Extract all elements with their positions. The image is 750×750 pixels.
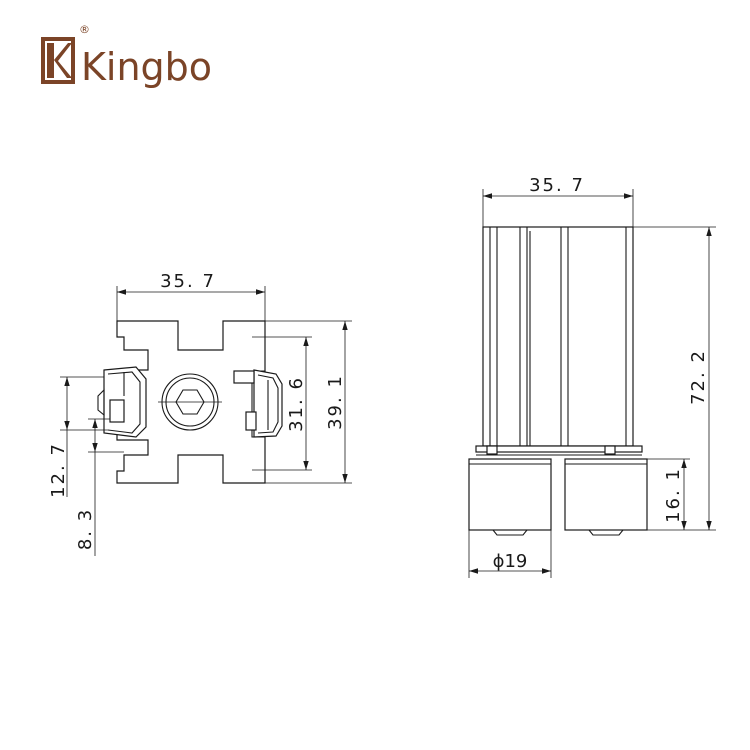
front-inner-height-dimension: 31. 6: [252, 336, 312, 471]
brand-name: Kingbo: [81, 45, 212, 89]
right-t-nut: [233, 369, 283, 438]
logo-k-emblem: [41, 37, 75, 84]
side-foot-height-dimension: 16. 1: [647, 458, 690, 530]
side-foot-height-label: 16. 1: [663, 467, 684, 523]
front-outer-height-dimension: 39. 1: [265, 320, 352, 484]
side-foot-diameter-label: ϕ19: [493, 551, 528, 572]
front-inner-height-label: 31. 6: [286, 376, 307, 432]
front-outer-height-label: 39. 1: [325, 374, 346, 430]
side-width-label: 35. 7: [529, 175, 585, 196]
side-foot-diameter-dimension: ϕ19: [468, 530, 552, 578]
side-total-height-label: 72. 2: [688, 349, 709, 405]
front-slot-offset-label: 12. 7: [48, 442, 69, 498]
front-view: 35. 7 31. 6 39. 1 12. 7: [48, 271, 352, 556]
side-total-height-dimension: 72. 2: [633, 226, 716, 531]
left-foot: [468, 458, 552, 536]
side-width-dimension: 35. 7: [482, 175, 634, 227]
front-bottom-offset-dimension: 8. 3: [75, 418, 124, 556]
base-plate: [475, 445, 643, 456]
registered-mark: ®: [79, 23, 90, 36]
left-t-nut: [97, 366, 147, 438]
right-foot: [564, 458, 648, 536]
front-slot-offset-dimension: 12. 7: [48, 376, 108, 498]
front-bottom-offset-label: 8. 3: [75, 508, 96, 550]
brand-logo: Kingbo ®: [41, 23, 212, 89]
extrusion-body: [482, 226, 634, 447]
front-width-label: 35. 7: [160, 271, 216, 292]
side-view: 35. 7 72. 2 16. 1 ϕ19: [468, 175, 716, 578]
front-width-dimension: 35. 7: [116, 271, 266, 321]
